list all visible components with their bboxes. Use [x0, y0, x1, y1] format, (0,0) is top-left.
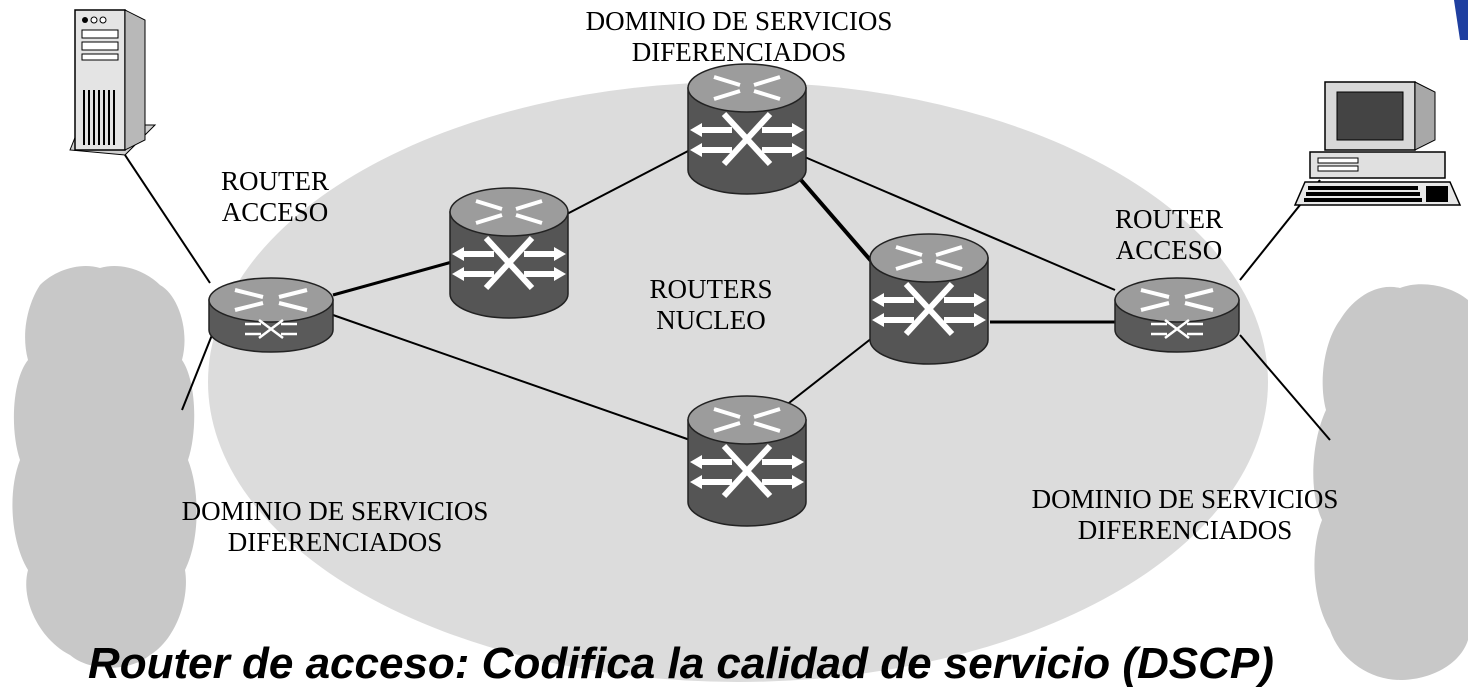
core-router-icon-2	[688, 64, 806, 194]
router-access-left-label: ROUTER ACCESO	[221, 166, 329, 227]
routers-core-label: ROUTERS NUCLEO	[649, 274, 773, 335]
domain-top-label: DOMINIO DE SERVICIOS DIFERENCIADOS	[585, 6, 893, 67]
domain-right-label: DOMINIO DE SERVICIOS DIFERENCIADOS	[1031, 484, 1339, 545]
cloud-icon-left	[12, 265, 197, 668]
server-icon	[69, 9, 157, 156]
network-links	[124, 149, 1331, 441]
link-core2-core3	[786, 163, 874, 264]
core-router-icon-4	[688, 396, 806, 526]
access-router-icon-right	[1113, 276, 1241, 354]
cloud-icon-right	[1313, 284, 1468, 680]
domain-left-label: DOMINIO DE SERVICIOS DIFERENCIADOS	[181, 496, 489, 557]
router-access-right-label: ROUTER ACCESO	[1115, 204, 1223, 265]
workstation-icon	[1293, 81, 1462, 206]
link-server-access-left	[124, 154, 211, 284]
link-core1-core2	[564, 149, 691, 216]
link-core2-access-right	[799, 154, 1116, 291]
diagram-caption: Router de acceso: Codifica la calidad de…	[88, 639, 1274, 688]
link-access-left-cloud	[181, 329, 215, 411]
link-access-left-core1	[332, 260, 453, 297]
link-access-right-cloud	[1239, 334, 1331, 441]
core-router-icon-3	[870, 234, 988, 364]
link-access-left-core4	[332, 314, 691, 441]
link-core4-core3	[779, 337, 873, 411]
core-router-icon-1	[450, 188, 568, 318]
accent-mark	[1454, 0, 1468, 40]
access-router-icon-left	[207, 276, 335, 354]
